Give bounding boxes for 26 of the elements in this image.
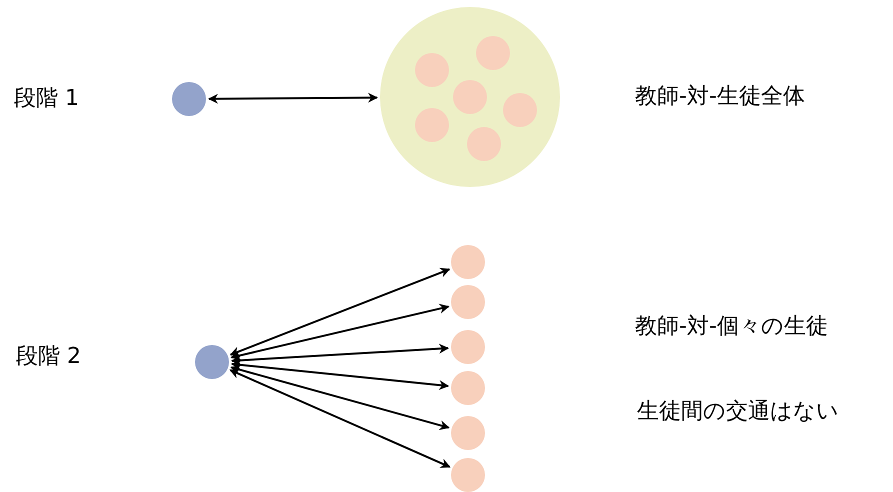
arrow [230, 344, 450, 366]
student-circle [451, 245, 485, 279]
student-circle [415, 53, 449, 87]
description-text: 生徒間の交通はない [637, 399, 839, 425]
arrow [229, 369, 451, 468]
description-text: 教師-対-個々の生徒 [635, 314, 828, 340]
student-circle [451, 371, 485, 405]
student-circle [415, 108, 449, 142]
arrow [230, 360, 450, 390]
arrow [230, 304, 450, 360]
stage-label: 段階 2 [16, 344, 81, 370]
student-circle [503, 93, 537, 127]
student-circle [476, 36, 510, 70]
stage-label: 段階 1 [14, 86, 79, 112]
student-circle [451, 285, 485, 319]
student-circle [467, 127, 501, 161]
teacher-circle [195, 345, 229, 379]
teacher-circle [172, 82, 206, 116]
student-circle [451, 416, 485, 450]
student-circle [451, 330, 485, 364]
arrow [230, 364, 450, 430]
student-circle [451, 458, 485, 492]
arrow [230, 268, 450, 356]
description-text: 教師-対-生徒全体 [635, 84, 805, 110]
student-circle [453, 80, 487, 114]
arrow [208, 92, 378, 104]
